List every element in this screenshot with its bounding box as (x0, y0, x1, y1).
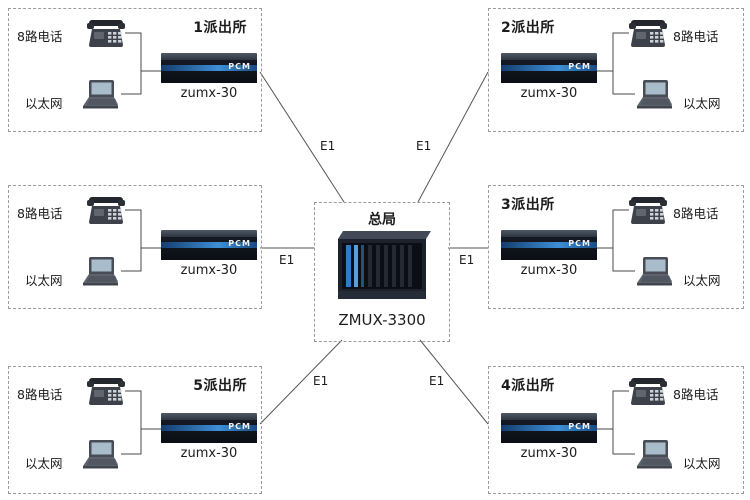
e1-label: E1 (416, 139, 432, 153)
pcm-device-text: PCM (568, 62, 591, 71)
laptop-icon (635, 79, 675, 111)
pcm-multiplexer-device: PCM (501, 53, 597, 83)
e1-label: E1 (320, 139, 336, 153)
laptop-icon (635, 256, 675, 288)
device-model-label: zumx-30 (520, 446, 578, 461)
device-model-label: zumx-30 (180, 446, 238, 461)
pcm-device-text: PCM (228, 422, 251, 431)
branch-wiring (597, 209, 635, 272)
branch-title: 2派出所 (501, 20, 555, 36)
telephone-icon (87, 17, 125, 51)
phone-count-label: 8路电话 (673, 206, 719, 221)
ethernet-label: 以太网 (683, 456, 721, 471)
pcm-multiplexer-device: PCM (161, 413, 257, 443)
phone-count-label: 8路电话 (17, 206, 63, 221)
pcm-device-top (501, 413, 597, 420)
zmux-3300-chassis (332, 227, 432, 307)
hq-box: 总局 ZMUX-3300 (314, 202, 450, 342)
laptop-icon (635, 439, 675, 471)
device-model-label: zumx-30 (520, 86, 578, 101)
device-model-label: zumx-30 (180, 263, 238, 278)
telephone-icon (629, 375, 667, 409)
telephone-icon (87, 194, 125, 228)
e1-label: E1 (279, 253, 295, 267)
device-model-label: zumx-30 (180, 86, 238, 101)
branch-wiring (121, 209, 161, 272)
ethernet-label: 以太网 (25, 273, 63, 288)
branch-wiring (597, 32, 635, 95)
branch-title: 4派出所 (501, 378, 555, 394)
pcm-device-top (501, 53, 597, 60)
pcm-device-front: PCM (161, 237, 257, 260)
ethernet-label: 以太网 (683, 273, 721, 288)
ethernet-label: 以太网 (683, 96, 721, 111)
e1-line-branch5 (259, 339, 343, 425)
pcm-device-text: PCM (568, 422, 591, 431)
ethernet-label: 以太网 (25, 456, 63, 471)
ethernet-label: 以太网 (25, 96, 63, 111)
telephone-icon (629, 17, 667, 51)
branch-box-5: 5派出所 8路电话 以太网 PCM zumx-30 (8, 366, 262, 494)
hq-title: 总局 (368, 212, 396, 228)
pcm-device-front: PCM (501, 237, 597, 260)
telephone-icon (87, 375, 125, 409)
laptop-icon (81, 256, 121, 288)
branch-box-4: 4派出所 PCM zumx-30 8路电话 以太网 (488, 366, 744, 494)
device-model-label: zumx-30 (520, 263, 578, 278)
branch-box-1: 1派出所 8路电话 以太网 PCM zumx-30 (8, 8, 262, 132)
e1-label: E1 (313, 374, 329, 388)
branch-box-2: 2派出所 PCM zumx-30 8路电话 以太网 (488, 8, 744, 132)
branch-wiring (121, 390, 161, 455)
laptop-icon (81, 79, 121, 111)
pcm-device-top (161, 230, 257, 237)
branch-title: 3派出所 (501, 197, 555, 213)
e1-label: E1 (459, 253, 475, 267)
hq-device-model-label: ZMUX-3300 (338, 311, 426, 329)
pcm-multiplexer-device: PCM (161, 53, 257, 83)
pcm-device-text: PCM (228, 62, 251, 71)
pcm-device-front: PCM (161, 420, 257, 443)
pcm-device-text: PCM (228, 239, 251, 248)
pcm-device-top (161, 53, 257, 60)
pcm-multiplexer-device: PCM (161, 230, 257, 260)
phone-count-label: 8路电话 (673, 29, 719, 44)
pcm-device-front: PCM (501, 420, 597, 443)
phone-count-label: 8路电话 (17, 387, 63, 402)
branch-wiring (121, 32, 161, 95)
phone-count-label: 8路电话 (673, 387, 719, 402)
pcm-multiplexer-device: PCM (501, 230, 597, 260)
pcm-multiplexer-device: PCM (501, 413, 597, 443)
laptop-icon (81, 439, 121, 471)
e1-line-branch2 (417, 71, 489, 203)
pcm-device-text: PCM (568, 239, 591, 248)
branch-title: 1派出所 (193, 20, 247, 36)
branch-box-mid-left: 8路电话 以太网 PCM zumx-30 (8, 185, 262, 309)
e1-label: E1 (429, 374, 445, 388)
pcm-device-top (501, 230, 597, 237)
e1-line-branch1 (259, 71, 345, 203)
telephone-icon (629, 194, 667, 228)
branch-wiring (597, 390, 635, 455)
phone-count-label: 8路电话 (17, 29, 63, 44)
e1-line-branch4 (419, 339, 489, 425)
pcm-device-front: PCM (161, 60, 257, 83)
pcm-device-top (161, 413, 257, 420)
branch-title: 5派出所 (193, 378, 247, 394)
pcm-device-front: PCM (501, 60, 597, 83)
branch-box-3: 3派出所 PCM zumx-30 8路电话 以太网 (488, 185, 744, 309)
